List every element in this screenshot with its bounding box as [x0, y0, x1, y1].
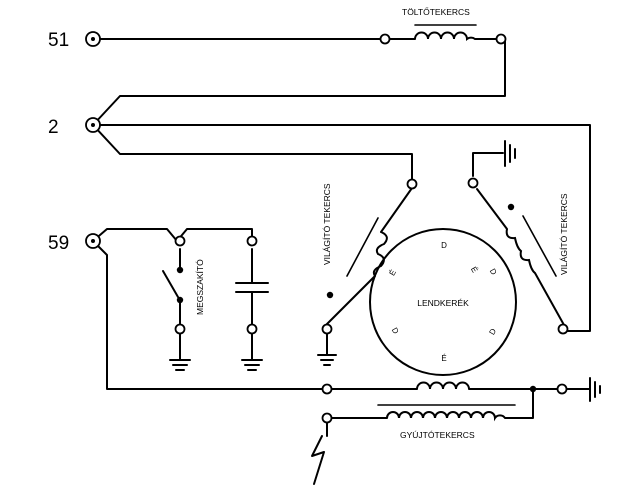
right-lighting-coil-symbol: [505, 228, 536, 274]
flywheel-pole-right-top: D: [488, 267, 499, 277]
ignition-coil-label: GYÚJTÓTEKERCS: [400, 430, 475, 440]
left-lighting-coil-symbol: [372, 231, 388, 277]
flywheel-pole-upper-right: É: [469, 265, 479, 274]
flywheel-pole-upper-left: É: [388, 268, 398, 277]
terminal-2-label: 2: [48, 117, 59, 138]
spark-symbol: [311, 435, 325, 485]
terminals: [85, 31, 569, 424]
right-lighting-coil: [472, 140, 565, 326]
charging-coil-label: TÖLTŐTEKERCS: [402, 7, 470, 17]
ignition-coil: [311, 377, 601, 485]
ignition-secondary-coil: [386, 411, 506, 422]
terminal-51-label: 51: [48, 30, 69, 51]
flywheel: LENDKERÉK D É É D D D É: [369, 228, 517, 376]
breaker-label: MEGSZAKÍTÓ: [195, 259, 205, 315]
flywheel-label: LENDKERÉK: [417, 298, 469, 308]
flywheel-pole-top: D: [441, 241, 447, 250]
flywheel-pole-lower-left: D: [390, 326, 401, 336]
breaker-circuit: [92, 228, 323, 390]
charging-coil-circuit: [92, 24, 506, 126]
flywheel-pole-bottom: É: [441, 354, 446, 363]
left-lighting-coil: [317, 187, 413, 366]
left-lighting-coil-core: [346, 217, 379, 277]
right-lighting-coil-core: [522, 215, 557, 277]
terminal-2-wires: [92, 124, 591, 332]
breaker-contact: [162, 270, 179, 298]
charging-coil-symbol: [414, 31, 476, 42]
right-lighting-coil-label: VILÁGÍTÓ TEKERCS: [559, 193, 569, 275]
flywheel-circle: [369, 228, 517, 376]
left-lighting-coil-label: VILÁGÍTÓ TEKERCS: [322, 183, 332, 265]
flywheel-pole-lower-right: D: [487, 327, 498, 337]
terminal-59-label: 59: [48, 233, 69, 254]
ignition-primary-coil: [416, 381, 470, 390]
